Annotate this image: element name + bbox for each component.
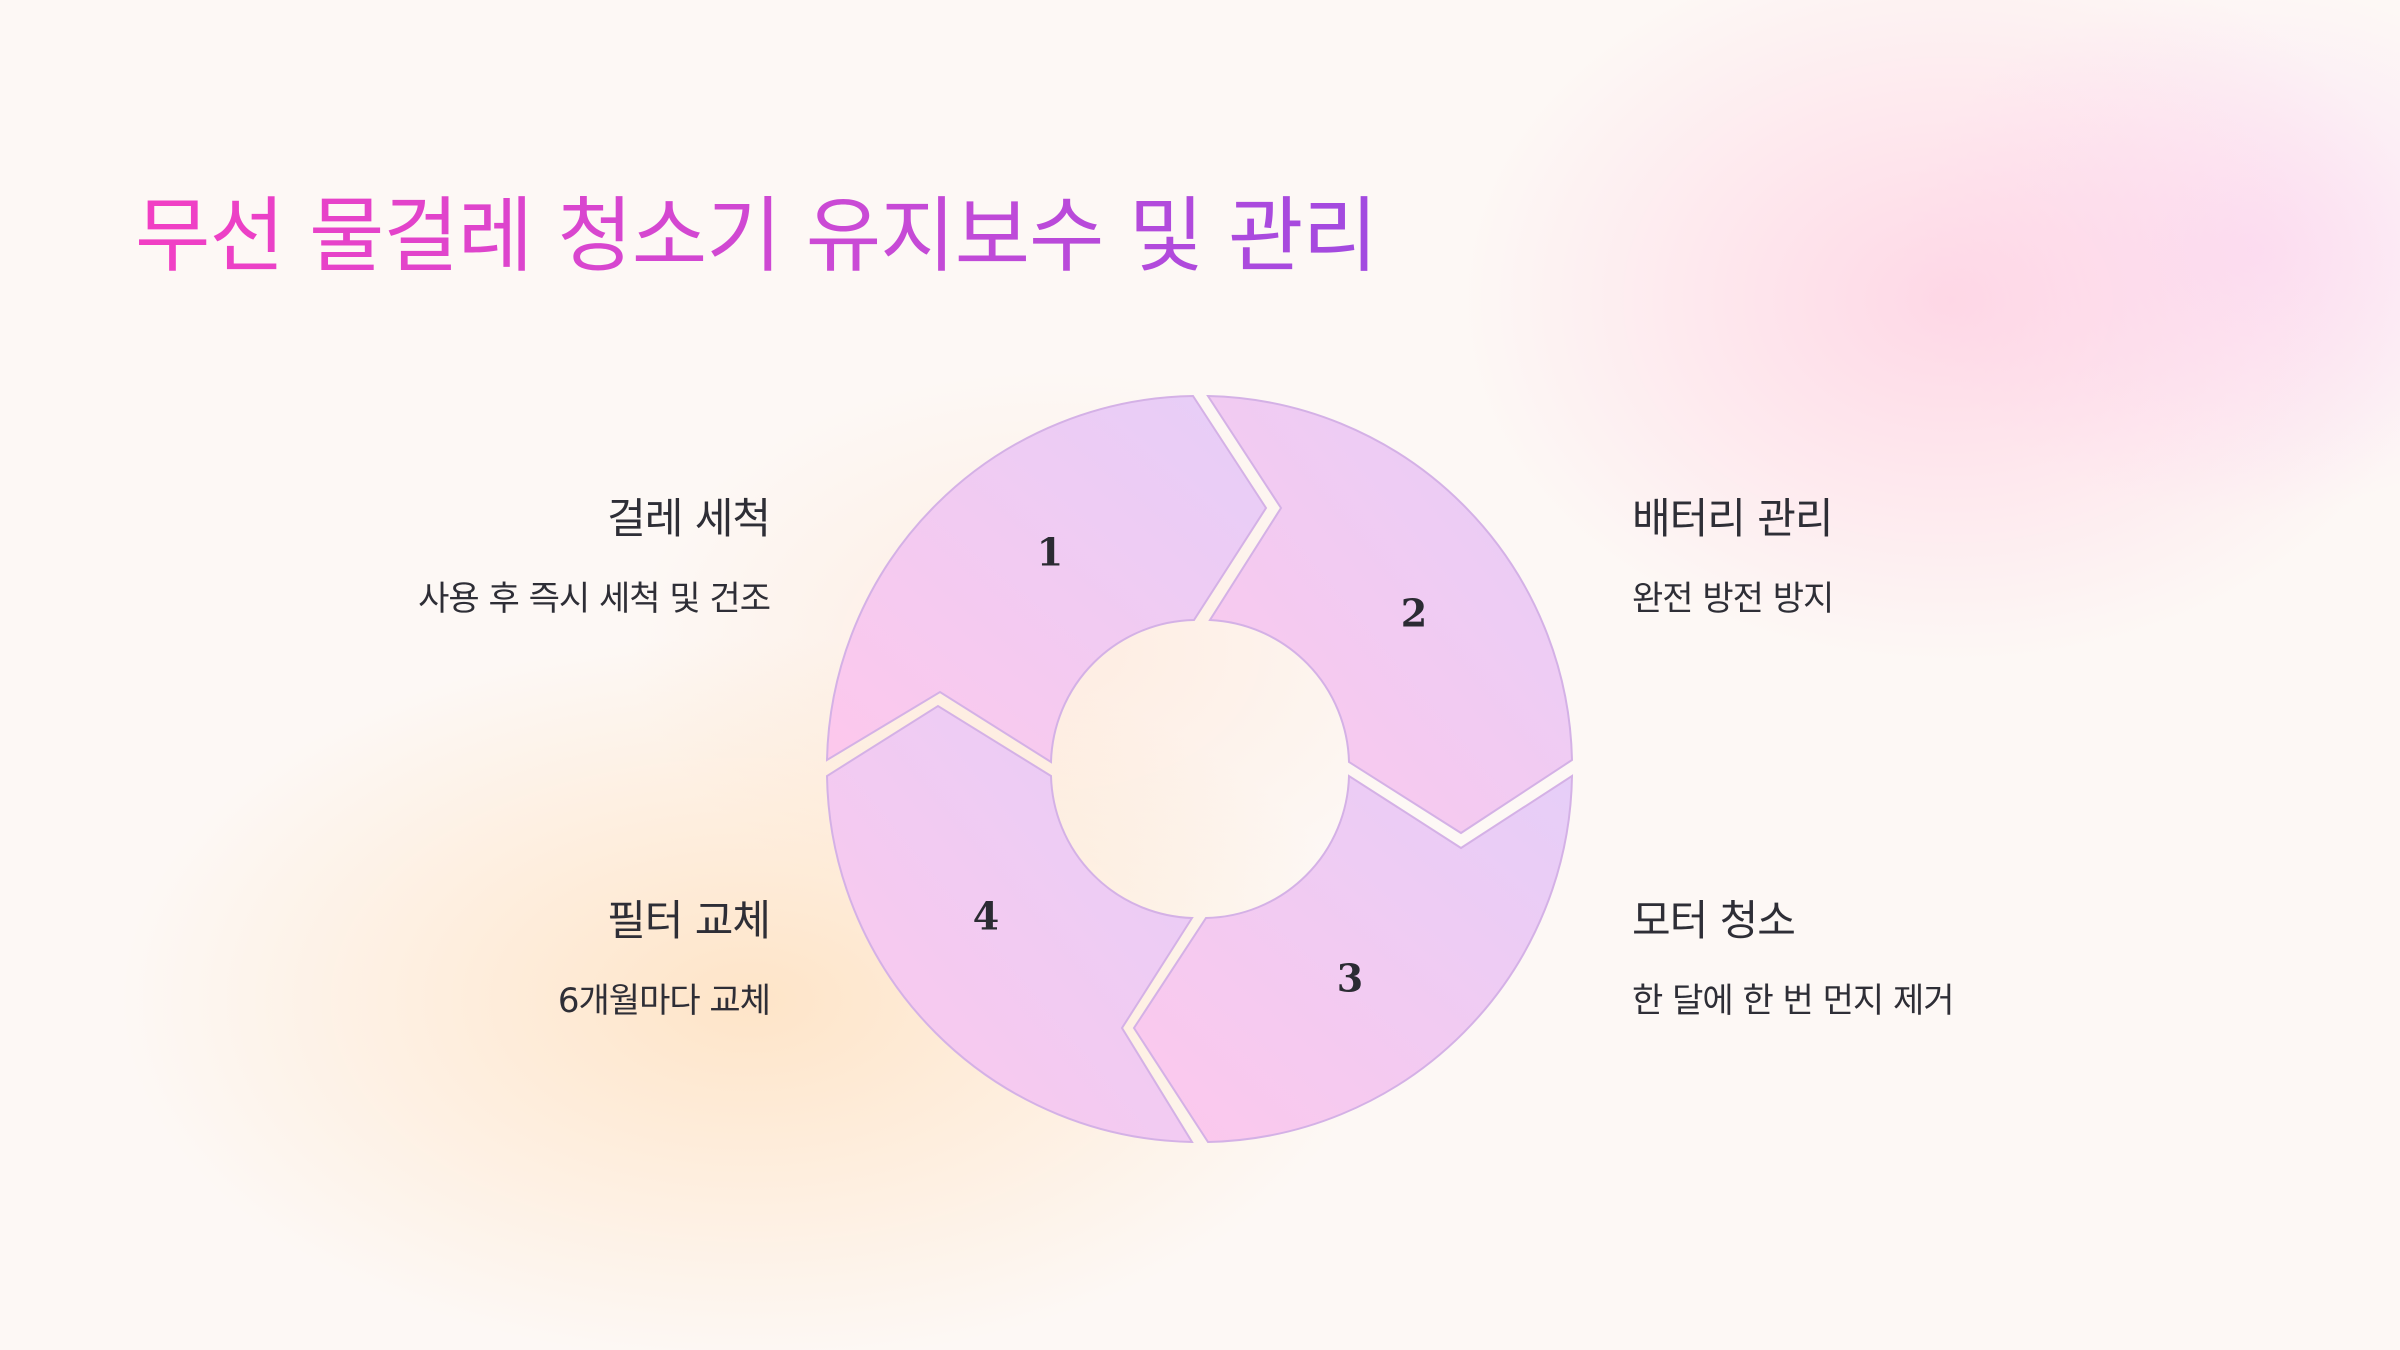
step-number-1: 1 xyxy=(1037,530,1063,575)
cycle-segment-2: 2 xyxy=(1206,394,1574,835)
segment-4-shape xyxy=(825,704,1194,1144)
cycle-segment-1: 1 xyxy=(825,394,1268,764)
step-number-2: 2 xyxy=(1401,591,1427,636)
step-number-3: 3 xyxy=(1337,956,1363,1001)
step-description-1: 사용 후 즉시 세척 및 건조 xyxy=(418,579,771,619)
segment-2-shape xyxy=(1206,394,1574,835)
segment-1-shape xyxy=(825,394,1268,764)
cycle-segment-3: 3 xyxy=(1132,774,1574,1144)
step-description-3: 한 달에 한 번 먼지 제거 xyxy=(1632,981,1955,1021)
step-title-3: 모터 청소 xyxy=(1632,896,1796,945)
segment-3-shape xyxy=(1132,774,1574,1144)
page-title: 무선 물걸레 청소기 유지보수 및 관리 xyxy=(135,189,1378,284)
step-label-1: 걸레 세척 사용 후 즉시 세척 및 건조 xyxy=(350,494,771,619)
step-label-3: 모터 청소 한 달에 한 번 먼지 제거 xyxy=(1632,896,2052,1021)
cycle-segment-4: 4 xyxy=(825,704,1194,1144)
step-label-2: 배터리 관리 완전 방전 방지 xyxy=(1632,494,2052,619)
step-number-4: 4 xyxy=(973,894,999,939)
step-description-4: 6개월마다 교체 xyxy=(557,981,771,1021)
step-label-4: 필터 교체 6개월마다 교체 xyxy=(350,896,771,1021)
step-description-2: 완전 방전 방지 xyxy=(1632,579,1834,619)
step-title-2: 배터리 관리 xyxy=(1632,494,1834,543)
step-title-4: 필터 교체 xyxy=(607,896,771,945)
step-title-1: 걸레 세척 xyxy=(607,494,771,543)
